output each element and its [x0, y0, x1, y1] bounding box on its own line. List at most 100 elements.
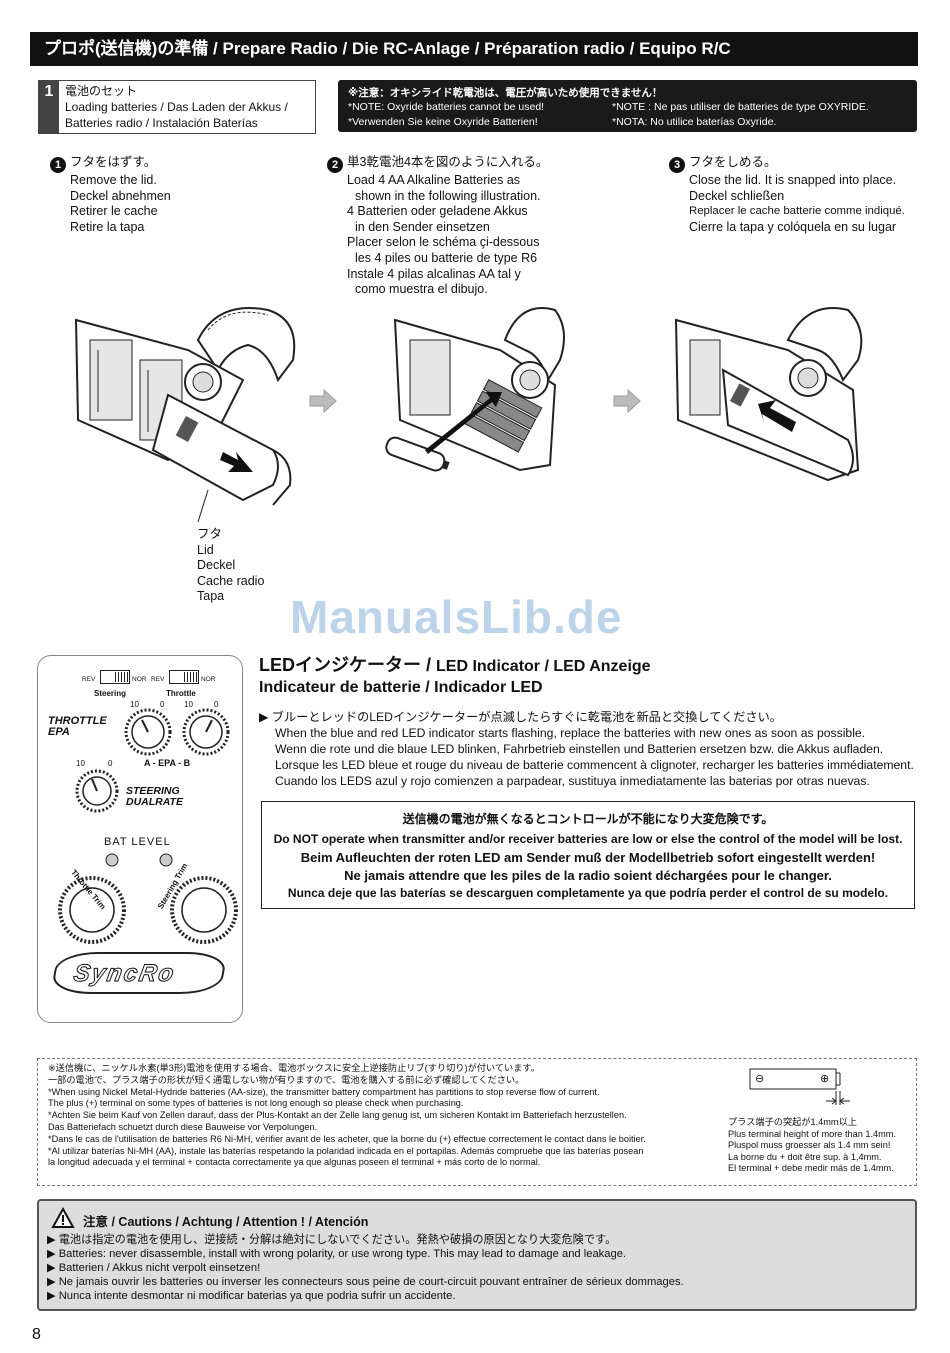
instruction-line: 単3乾電池4本を図のように入れる。	[347, 155, 549, 169]
syncro-logo-text: SyncRo	[71, 960, 178, 988]
instruction-line: les 4 piles ou batterie de type R6	[355, 250, 538, 265]
terminal-line: La borne du + doit être sup. à 1,4mm.	[728, 1151, 882, 1162]
step-1-badge: 1	[50, 157, 66, 173]
instruction-line: Replacer le cache batterie comme indiqué…	[689, 205, 905, 218]
dualrate-knob	[75, 769, 119, 813]
nimh-note-text: ※送信機に、ニッケル水素(単3形)電池を使用する場合、電池ボックスに安全上逆接防…	[48, 1063, 646, 1169]
battery-terminal-diagram	[749, 1068, 850, 1105]
terminal-line: El terminal + debe medir más de 1.4mm.	[728, 1163, 894, 1174]
caution-item: ▶ Batterien / Akkus nicht verpolt einset…	[47, 1262, 261, 1274]
rev-label: REV	[82, 676, 96, 683]
step-line: Loading batteries / Das Laden der Akkus …	[65, 100, 288, 114]
terminal-line: Plus terminal height of more than 1.4mm.	[728, 1128, 897, 1139]
instruction-line: in den Sender einsetzen	[355, 219, 490, 234]
terminal-line: Pluspol muss groesser als 1.4 mm sein!	[728, 1140, 891, 1151]
low-battery-warning: 送信機の電池が無くなるとコントロールが不能になり大変危険です。 Do NOT o…	[261, 801, 915, 909]
minus-terminal-icon: ⊖	[755, 1073, 765, 1085]
nimh-battery-note: ※送信機に、ニッケル水素(単3形)電池を使用する場合、電池ボックスに安全上逆接防…	[37, 1058, 917, 1186]
throttle-reverse-switch	[169, 670, 199, 684]
instruction-line: Close the lid. It is snapped into place.	[689, 173, 897, 187]
led-title-line2: Indicateur de batterie / Indicador LED	[259, 679, 543, 696]
warning-es: Nunca deje que las baterías se descargue…	[287, 886, 889, 900]
nimh-note-line: The plus (+) terminal on some types of b…	[48, 1098, 464, 1109]
instruction-line: Cierre la tapa y colóquela en su lugar	[689, 219, 897, 234]
dial-tick: 0	[160, 700, 165, 709]
warning-triangle-icon	[51, 1207, 75, 1228]
epa-knobs	[124, 708, 230, 756]
note-fr: *NOTE : Ne pas utiliser de batteries de …	[612, 101, 869, 113]
led-line: Cuando los LEDS azul y rojo comienzen a …	[275, 774, 870, 788]
caution-item: ▶ 電池は指定の電池を使用し、逆接続・分解は絶対にしないでください。発熱や破損の…	[47, 1234, 617, 1246]
nimh-note-line: *Achten Sie beim Kauf von Zellen darauf,…	[48, 1110, 627, 1121]
nimh-note-line: ※送信機に、ニッケル水素(単3形)電池を使用する場合、電池ボックスに安全上逆接防…	[48, 1063, 540, 1073]
plus-terminal-icon: ⊕	[820, 1073, 830, 1085]
trim-knobs	[58, 876, 238, 944]
nimh-note-line: *When using Nickel Metal-Hydride batteri…	[48, 1086, 600, 1097]
instruction-line: shown in the following illustration.	[355, 188, 541, 203]
nor-label: NOR	[201, 676, 216, 683]
dial-tick: 10	[184, 700, 193, 709]
terminal-height-note: プラス端子の突起が1.4mm以上 Plus terminal height of…	[728, 1117, 896, 1175]
instruction-line: フタをしめる。	[689, 155, 777, 169]
caution-item: ▶ Batteries: never disassemble, install …	[47, 1248, 627, 1260]
cautions-box: 注意 / Cautions / Achtung / Attention ! / …	[37, 1199, 917, 1311]
battery-insertion-illustration	[385, 307, 565, 472]
note-de: *Verwenden Sie keine Oxyride Batterien!	[348, 116, 538, 128]
syncro-logo: SyncRo	[50, 952, 228, 994]
terminal-line: プラス端子の突起が1.4mm以上	[728, 1117, 857, 1127]
throttle-label: Throttle	[166, 689, 196, 698]
warning-de: Beim Aufleuchten der roten LED am Sender…	[300, 850, 876, 865]
caution-item: ▶ Ne jamais ouvrir les batteries ou inve…	[47, 1276, 684, 1288]
led-indicator-title: LEDインジケーター / LED Indicator / LED Anzeige…	[259, 655, 651, 698]
warning-en: Do NOT operate when transmitter and/or r…	[273, 832, 903, 846]
step-3-badge: 3	[669, 157, 685, 173]
lid-label-line: Lid	[197, 542, 214, 557]
transmitter-lid-closed-illustration	[674, 307, 863, 482]
next-step-arrow-icon	[309, 388, 337, 414]
lid-label-line: Deckel	[197, 558, 236, 573]
step-title: 電池のセット Loading batteries / Das Laden der…	[65, 83, 288, 131]
dial-tick: 0	[108, 759, 113, 768]
instruction-2: 2 単3乾電池4本を図のように入れる。 Load 4 AA Alkaline Ba…	[327, 155, 548, 298]
bat-level-label: BAT LEVEL	[104, 836, 171, 848]
nimh-note-line: *Dans le cas de l'utilisation de batteri…	[48, 1133, 646, 1144]
steering-reverse-switch	[100, 670, 130, 684]
step-line: 電池のセット	[65, 84, 138, 98]
instruction-line: como muestra el dibujo.	[355, 282, 488, 297]
instruction-line: フタをはずす。	[70, 155, 157, 169]
rev-label: REV	[151, 676, 165, 683]
led-line: When the blue and red LED indicator star…	[275, 726, 866, 740]
instruction-line: Placer selon le schéma çi-dessous	[347, 235, 540, 250]
lid-label-line: Tapa	[197, 589, 225, 604]
instruction-line: 4 Batterien oder geladene Akkus	[347, 204, 528, 219]
oxyride-note: ※注意：オキシライド乾電池は、電圧が高いため使用できません！ *NOTE: Ox…	[338, 80, 917, 132]
instruction-line: Instale 4 pilas alcalinas AA tal y	[347, 266, 521, 281]
transmitter-lid-open-illustration	[74, 307, 296, 523]
step-2-badge: 2	[327, 157, 343, 173]
note-es: *NOTA: No utilice baterías Oxyride.	[612, 116, 777, 128]
led-line: Lorsque les LED bleue et rouge du niveau…	[275, 758, 914, 772]
nor-label: NOR	[132, 676, 147, 683]
instruction-line: Load 4 AA Alkaline Batteries as	[347, 173, 521, 187]
led-indicator-text: ▶ ブルーとレッドのLEDインジケーターが点滅したらすぐに乾電池を新品と交換して…	[259, 709, 914, 789]
next-step-arrow-icon	[613, 388, 641, 414]
header-title: プロポ(送信機)の準備 / Prepare Radio / Die RC-Anl…	[44, 39, 731, 58]
dualrate-line: STEERING	[126, 785, 180, 797]
lid-label-line: フタ	[197, 527, 223, 541]
throttle-epa-line: THROTTLE	[48, 715, 107, 727]
led-line: Wenn die rote und die blaue LED blinken,…	[275, 742, 884, 756]
step-box: 1 電池のセット Loading batteries / Das Laden d…	[38, 80, 316, 134]
step-line: Batteries radio / Instalación Baterías	[65, 116, 258, 130]
page-number: 8	[32, 1326, 41, 1343]
cautions-list: ▶ 電池は指定の電池を使用し、逆接続・分解は絶対にしないでください。発熱や破損の…	[47, 1233, 684, 1303]
led-title-jp: LEDインジケーター /	[259, 655, 437, 675]
led-line: ▶ ブルーとレッドのLEDインジケーターが点滅したらすぐに乾電池を新品と交換して…	[259, 710, 782, 724]
instruction-line: Remove the lid.	[70, 173, 157, 187]
note-en: *NOTE: Oxyride batteries cannot be used!	[348, 101, 545, 113]
dial-tick: 0	[214, 700, 219, 709]
throttle-epa-line: EPA	[48, 726, 70, 738]
dial-tick: 10	[130, 700, 139, 709]
